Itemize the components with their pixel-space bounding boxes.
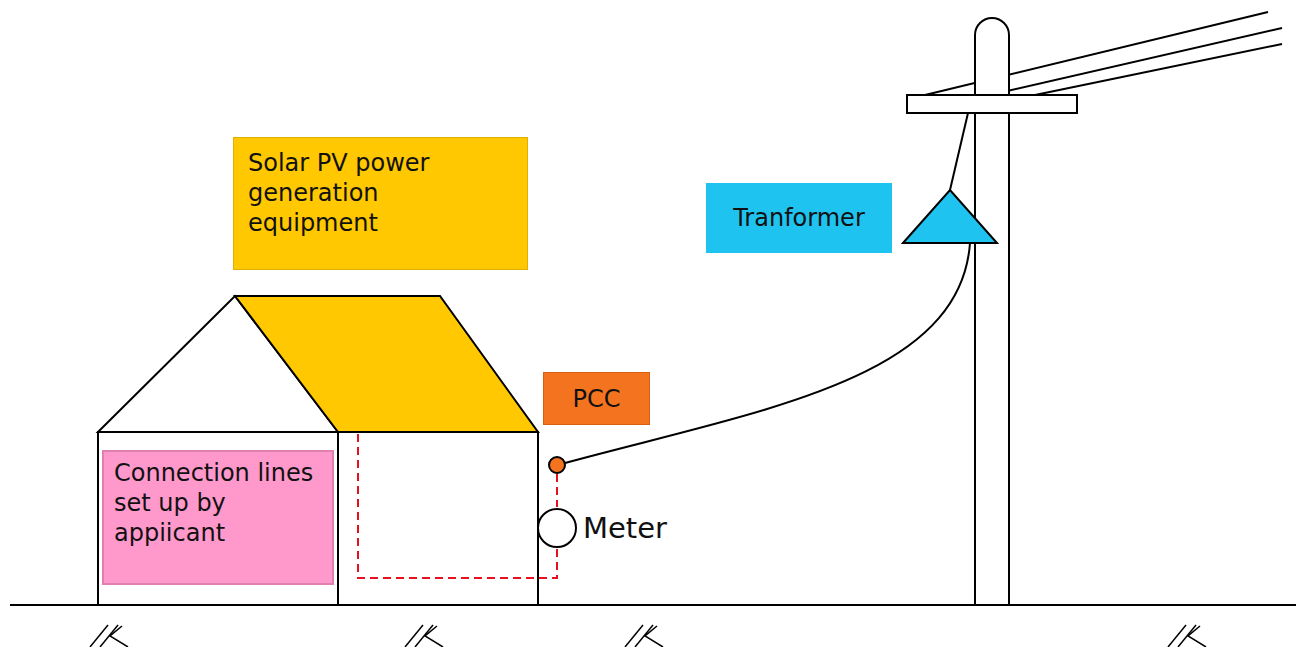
box-label: Connection lines set up by appiicant: [114, 458, 322, 548]
service-line: [565, 243, 970, 463]
solar-roof: [235, 296, 538, 432]
house-right-wall: [338, 432, 538, 605]
box-label: PCC: [573, 384, 621, 414]
meter-circle: [537, 508, 577, 548]
connection-line: [358, 432, 557, 578]
transformer-label-box: Tranformer: [705, 182, 893, 254]
meter-symbol: Meter: [537, 508, 577, 548]
pcc-dot: [549, 457, 565, 473]
meter-label: Meter: [583, 510, 667, 546]
ground-hatch: [90, 625, 1206, 647]
crossarm: [907, 95, 1077, 113]
transformer-symbol: [903, 190, 997, 243]
box-label: Solar PV power generation equipment: [248, 148, 513, 238]
box-label: Tranformer: [733, 203, 865, 233]
pcc-label-box: PCC: [543, 372, 650, 425]
solar-label-box: Solar PV power generation equipment: [233, 137, 528, 270]
house-left-wall: [98, 432, 338, 605]
drop-wire: [950, 113, 968, 190]
connection-label-box: Connection lines set up by appiicant: [102, 450, 334, 585]
ground-line: [10, 604, 1296, 606]
